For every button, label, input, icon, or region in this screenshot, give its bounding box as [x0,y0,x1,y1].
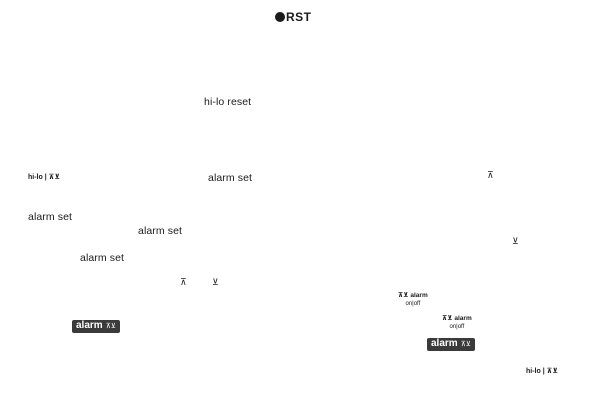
alarm-onoff-title: ⊼⊻ alarm [398,292,428,300]
logo-dot-icon [275,12,285,22]
alarm-key-label: alarm [431,338,458,349]
up-down-arrows-icon: ⊼⊻ [546,367,559,375]
up-down-arrows-icon: ⊼⊻ [442,315,453,322]
alarm-key-left[interactable]: alarm ⊼⊻ [72,320,120,333]
up-arrow-icon: ⊼ [487,171,494,181]
separator: | [542,368,545,375]
hilo-toggle-left: hi-lo | ⊼⊻ [28,173,61,182]
alarm-set-label-2: alarm set [28,211,73,223]
up-down-arrows-icon: ⊼⊻ [48,173,61,181]
hilo-text: hi-lo [28,174,43,181]
alarm-onoff-title: ⊼⊻ alarm [442,315,472,323]
alarm-word: alarm [410,292,428,299]
logo-text: RST [286,10,312,24]
alarm-onoff-legend-2: ⊼⊻ alarm on|off [442,315,472,330]
up-arrow-icon: ⊼ [180,278,187,288]
hilo-toggle-right: hi-lo | ⊼⊻ [526,367,559,376]
brand-logo: RST [275,10,312,24]
down-arrow-icon: ⊻ [212,278,219,288]
up-down-arrows-icon: ⊼⊻ [398,292,409,299]
on-off-text: on|off [449,323,465,330]
up-down-arrows-icon: ⊼⊻ [105,321,116,330]
down-arrow-icon: ⊻ [512,237,519,247]
on-off-text: on|off [405,300,421,307]
up-down-arrows-icon: ⊼⊻ [460,339,471,348]
alarm-set-label-4: alarm set [80,252,125,264]
alarm-onoff-legend-1: ⊼⊻ alarm on|off [398,292,428,307]
alarm-set-label-1: alarm set [208,172,253,184]
separator: | [44,174,47,181]
alarm-word: alarm [454,315,472,322]
hi-lo-reset-label: hi-lo reset [204,96,252,108]
alarm-key-right[interactable]: alarm ⊼⊻ [427,338,475,351]
alarm-key-label: alarm [76,320,103,331]
hilo-text: hi-lo [526,368,541,375]
alarm-set-label-3: alarm set [138,225,183,237]
